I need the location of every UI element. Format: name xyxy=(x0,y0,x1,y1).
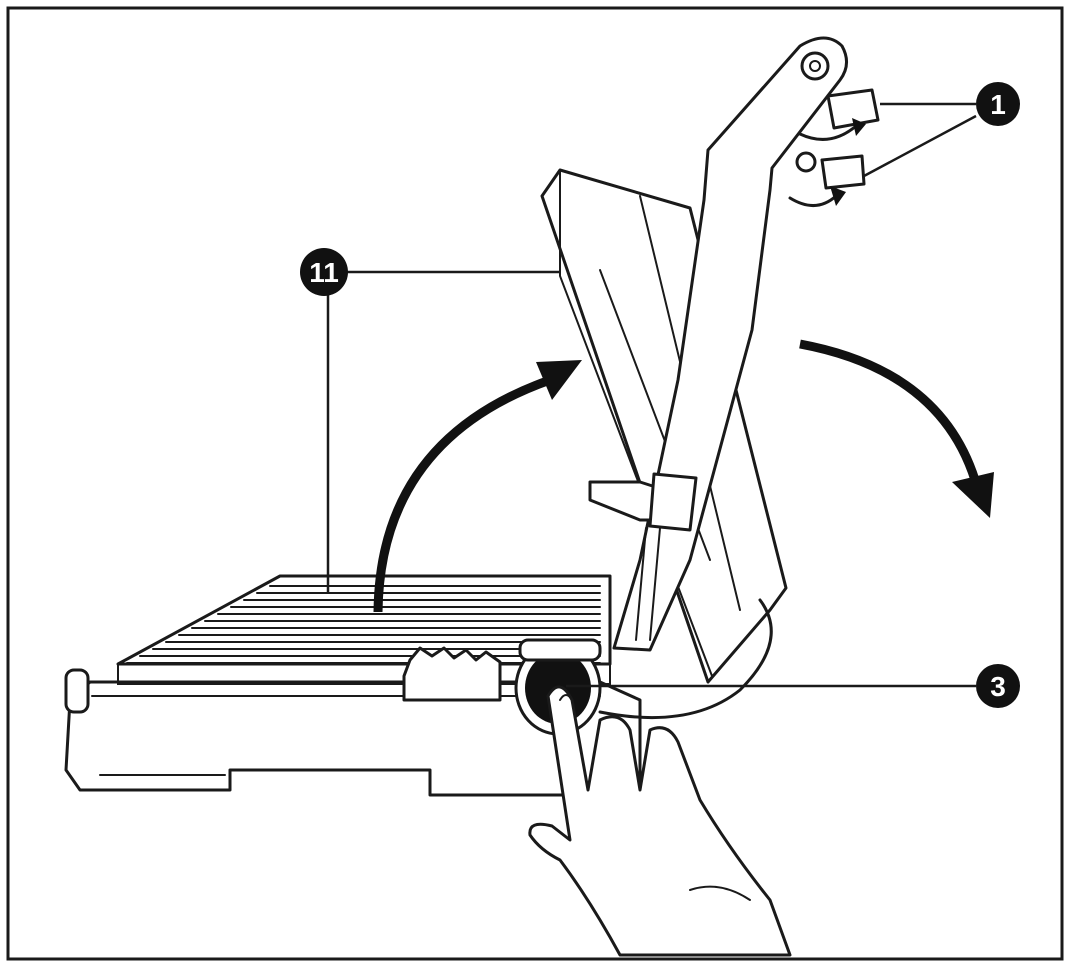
hinge-teeth xyxy=(402,646,502,702)
grill-base xyxy=(64,668,642,797)
callout-1: 1 xyxy=(976,82,1020,126)
svg-text:1: 1 xyxy=(990,89,1006,120)
leader-line-1-bottom xyxy=(863,114,977,178)
height-control-clips xyxy=(788,88,880,207)
lid-handle-arm xyxy=(588,36,848,652)
pivot-screw xyxy=(800,51,830,81)
svg-text:3: 3 xyxy=(990,671,1006,702)
lift-arrow xyxy=(373,360,582,613)
figure-border xyxy=(6,6,1064,961)
lower-arrow xyxy=(799,339,994,518)
svg-text:11: 11 xyxy=(309,257,339,288)
callout-3: 3 xyxy=(976,664,1020,708)
callout-11: 11 xyxy=(300,248,348,296)
plate-ridges xyxy=(126,585,601,664)
power-cord xyxy=(598,598,773,720)
hand-pressing-knob xyxy=(528,685,792,957)
base-knob xyxy=(64,668,90,714)
